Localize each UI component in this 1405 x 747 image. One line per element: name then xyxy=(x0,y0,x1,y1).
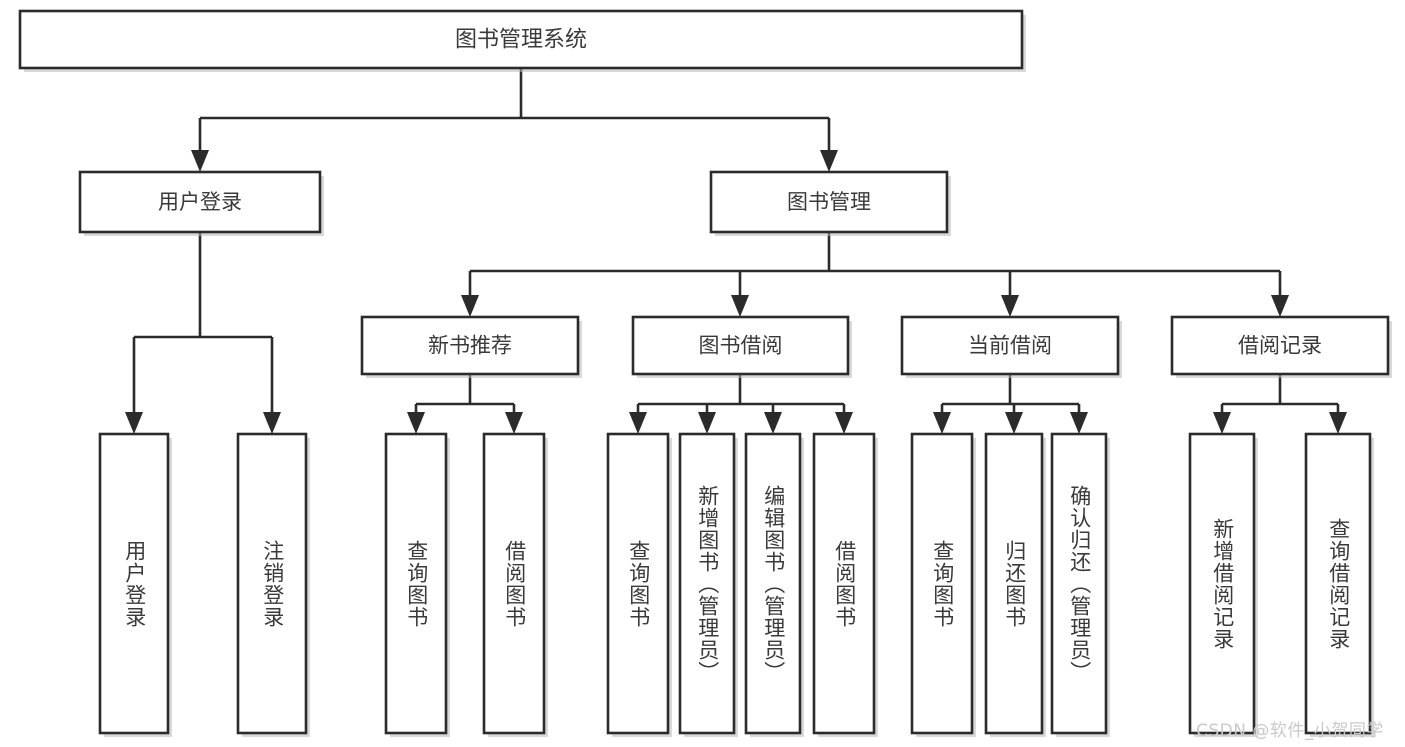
node-leaf-logout[interactable] xyxy=(236,432,310,737)
arrow-head-icon xyxy=(1271,295,1289,317)
node-rect[interactable] xyxy=(900,315,1120,376)
node-rect[interactable] xyxy=(360,315,580,376)
connector-borrow_to_leaf xyxy=(629,374,853,434)
node-rect[interactable] xyxy=(1188,432,1256,735)
node-rect[interactable] xyxy=(631,315,850,376)
watermark-credit: CSDN @软件_小贺同学 xyxy=(1196,721,1384,741)
node-rect[interactable] xyxy=(236,432,308,735)
node-leaf-add-borrow-record[interactable] xyxy=(1188,432,1258,737)
node-leaf-user-login[interactable] xyxy=(98,432,172,737)
node-label: 图书借阅 xyxy=(699,334,783,358)
arrow-head-icon xyxy=(1001,295,1019,317)
node-label: 图书管理系统 xyxy=(455,28,587,53)
node-rect[interactable] xyxy=(910,432,974,735)
node-label: 用户登录 xyxy=(158,190,242,214)
arrow-head-icon xyxy=(505,412,523,434)
arrow-head-icon xyxy=(1213,412,1231,434)
node-root-system[interactable]: 图书管理系统 xyxy=(18,9,1026,72)
node-rect[interactable] xyxy=(744,432,802,735)
arrow-head-icon xyxy=(263,412,281,434)
node-rect[interactable] xyxy=(384,432,448,735)
arrow-head-icon xyxy=(629,412,647,434)
node-leaf-query-borrow-record[interactable] xyxy=(1304,432,1374,737)
arrow-head-icon xyxy=(407,412,425,434)
connector-current_to_leaf xyxy=(933,374,1088,434)
node-rect[interactable] xyxy=(1050,432,1108,735)
node-label: 图书管理 xyxy=(787,190,871,214)
arrow-head-icon xyxy=(820,150,838,172)
node-rect[interactable] xyxy=(812,432,876,735)
node-leaf-borrow-book-a[interactable] xyxy=(482,432,548,737)
node-leaf-edit-book[interactable] xyxy=(744,432,804,737)
arrow-head-icon xyxy=(1070,412,1088,434)
connector-recommend_to_leaf xyxy=(407,374,523,434)
node-leaf-query-book-a[interactable] xyxy=(384,432,450,737)
arrow-head-icon xyxy=(933,412,951,434)
connector-record_to_leaf xyxy=(1213,374,1347,434)
node-book-manage[interactable]: 图书管理 xyxy=(709,170,951,236)
node-label: 借阅记录 xyxy=(1238,334,1322,358)
node-rect[interactable] xyxy=(606,432,670,735)
arrow-head-icon xyxy=(764,412,782,434)
node-current-borrow[interactable]: 当前借阅 xyxy=(900,315,1122,378)
node-leaf-query-book-c[interactable] xyxy=(910,432,976,737)
connector-root_to_level2 xyxy=(191,68,838,172)
arrow-head-icon xyxy=(731,295,749,317)
node-label: 新书推荐 xyxy=(428,334,512,358)
node-rect[interactable] xyxy=(18,9,1024,70)
arrow-head-icon xyxy=(461,295,479,317)
node-rect[interactable] xyxy=(1170,315,1390,376)
node-leaf-query-book-b[interactable] xyxy=(606,432,672,737)
arrow-head-icon xyxy=(125,412,143,434)
node-rect[interactable] xyxy=(78,170,322,234)
connector-user_login_to_leaf xyxy=(125,232,281,434)
arrow-head-icon xyxy=(698,412,716,434)
node-rect[interactable] xyxy=(678,432,736,735)
node-label: 当前借阅 xyxy=(968,334,1052,358)
arrow-head-icon xyxy=(191,150,209,172)
arrow-head-icon xyxy=(1005,412,1023,434)
node-new-book-recommend[interactable]: 新书推荐 xyxy=(360,315,582,378)
node-rect[interactable] xyxy=(709,170,949,234)
node-leaf-borrow-book-b[interactable] xyxy=(812,432,878,737)
node-borrow-record[interactable]: 借阅记录 xyxy=(1170,315,1392,378)
node-rect[interactable] xyxy=(1304,432,1372,735)
node-user-login[interactable]: 用户登录 xyxy=(78,170,324,236)
node-rect[interactable] xyxy=(984,432,1044,735)
connector-book_manage_to_lvl3 xyxy=(461,232,1289,317)
node-rect[interactable] xyxy=(482,432,546,735)
arrow-head-icon xyxy=(1329,412,1347,434)
node-leaf-return-book[interactable] xyxy=(984,432,1046,737)
node-leaf-add-book[interactable] xyxy=(678,432,738,737)
node-book-borrow[interactable]: 图书借阅 xyxy=(631,315,852,378)
node-leaf-confirm-return[interactable] xyxy=(1050,432,1110,737)
arrow-head-icon xyxy=(835,412,853,434)
connectors-layer xyxy=(125,68,1347,434)
node-rect[interactable] xyxy=(98,432,170,735)
